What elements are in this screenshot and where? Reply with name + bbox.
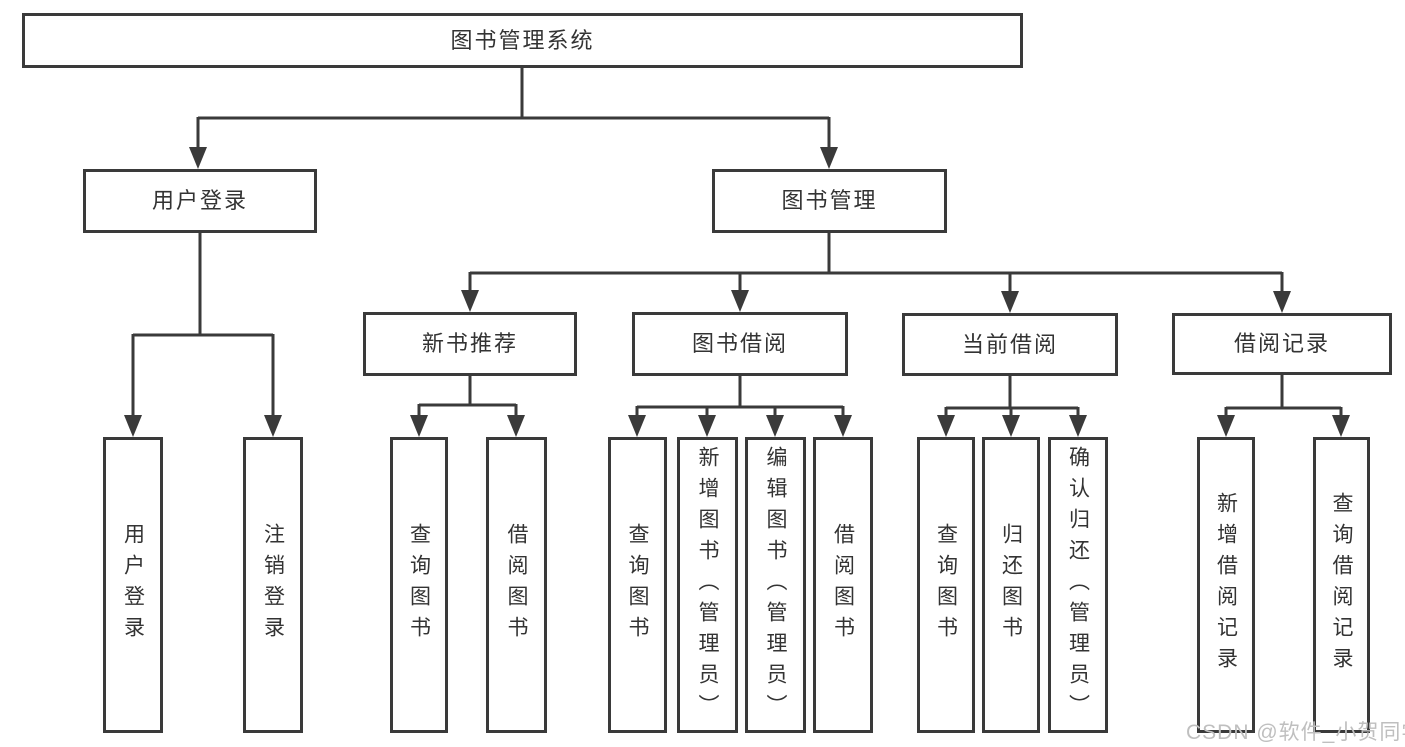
connector-current-borrow-children: [937, 376, 1087, 437]
leaf-logout-label: 注销登录: [261, 523, 285, 647]
leaf-records-add-record-label: 新增借阅记录: [1214, 492, 1238, 678]
connector-records-children: [1217, 375, 1350, 437]
leaf-current-return-books-label: 归还图书: [999, 523, 1023, 647]
node-current-borrow: 当前借阅: [902, 313, 1118, 376]
node-borrow-records-label: 借阅记录: [1233, 331, 1330, 356]
node-user-login: 用户登录: [83, 169, 317, 233]
csdn-watermark: CSDN @软件_小贺同学: [1186, 721, 1405, 744]
node-borrow-records: 借阅记录: [1172, 313, 1392, 375]
leaf-borrow-edit-books: 编辑图书（管理员）: [745, 437, 806, 733]
leaf-borrow-add-books: 新增图书（管理员）: [677, 437, 738, 733]
leaf-records-add-record: 新增借阅记录: [1197, 437, 1255, 733]
node-new-book-recommend: 新书推荐: [363, 312, 577, 376]
leaf-borrow-add-books-label: 新增图书（管理员）: [696, 445, 719, 725]
leaf-borrow-edit-books-label: 编辑图书（管理员）: [764, 445, 787, 725]
leaf-records-query-record-label: 查询借阅记录: [1330, 492, 1353, 678]
leaf-records-query-record: 查询借阅记录: [1313, 437, 1370, 733]
connector-user-login-children: [124, 233, 282, 437]
leaf-logout: 注销登录: [243, 437, 303, 733]
leaf-borrow-borrow-books: 借阅图书: [813, 437, 873, 733]
connector-book-borrow-children: [628, 376, 852, 437]
leaf-rec-query-books: 查询图书: [390, 437, 448, 733]
leaf-rec-borrow-books-label: 借阅图书: [505, 523, 528, 647]
node-book-borrow: 图书借阅: [632, 312, 848, 376]
leaf-borrow-query-books: 查询图书: [608, 437, 667, 733]
connector-root-to-level2: [189, 68, 838, 169]
connector-book-mgmt-children: [461, 233, 1291, 313]
leaf-current-confirm-return-label: 确认归还（管理员）: [1066, 445, 1090, 725]
leaf-rec-query-books-label: 查询图书: [407, 523, 431, 647]
leaf-borrow-query-books-label: 查询图书: [626, 523, 649, 647]
leaf-current-query-books-label: 查询图书: [934, 523, 958, 647]
node-user-login-label: 用户登录: [151, 188, 248, 213]
leaf-current-confirm-return: 确认归还（管理员）: [1048, 437, 1108, 733]
node-library-system-label: 图书管理系统: [450, 27, 595, 53]
leaf-rec-borrow-books: 借阅图书: [486, 437, 547, 733]
leaf-user-login: 用户登录: [103, 437, 163, 733]
leaf-borrow-borrow-books-label: 借阅图书: [831, 523, 855, 647]
connector-new-rec-children: [410, 376, 525, 437]
leaf-current-return-books: 归还图书: [982, 437, 1040, 733]
node-new-book-recommend-label: 新书推荐: [421, 331, 518, 356]
node-book-borrow-label: 图书借阅: [691, 331, 788, 356]
node-book-management: 图书管理: [712, 169, 947, 233]
node-library-system: 图书管理系统: [22, 13, 1023, 68]
node-book-management-label: 图书管理: [781, 188, 878, 213]
leaf-current-query-books: 查询图书: [917, 437, 975, 733]
node-current-borrow-label: 当前借阅: [961, 331, 1058, 357]
leaf-user-login-label: 用户登录: [121, 523, 145, 647]
